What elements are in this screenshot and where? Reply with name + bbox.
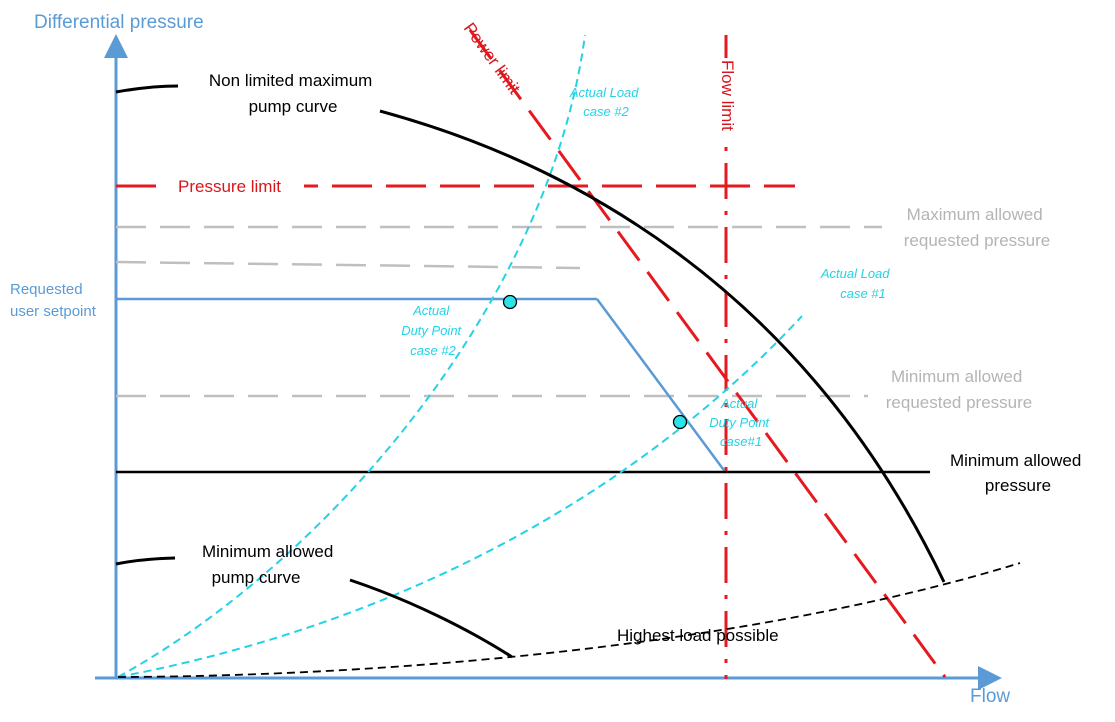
highest-load-label: Highest load possible <box>617 626 779 645</box>
y-axis-label: Differential pressure <box>34 12 204 33</box>
actual-load-1-label: Actual Load case #1 <box>820 266 893 301</box>
x-axis-arrow <box>978 666 1002 690</box>
min-pump-curve-stub <box>115 556 176 566</box>
min-allowed-requested-label: Minimum allowed requested pressure <box>886 367 1032 412</box>
actual-load-2-label: Actual Load case #2 <box>569 85 642 119</box>
actual-load-curve-2 <box>117 34 586 678</box>
max-pump-curve <box>379 109 946 583</box>
min-pump-curve <box>349 578 513 659</box>
pressure-limit-label-bg <box>168 174 304 198</box>
x-axis-label: Flow <box>970 686 1010 707</box>
intermediate-requested-line <box>115 260 581 270</box>
duty-point-2-label: Actual Duty Point case #2 <box>401 303 465 358</box>
min-pump-curve-label: Minimum allowed pump curve <box>202 542 338 587</box>
actual-load-curve-1 <box>117 315 803 678</box>
flow-limit-label: Flow limit <box>718 60 737 131</box>
duty-point-1 <box>672 414 688 430</box>
controlled-segment <box>595 298 728 474</box>
highest-load-curve <box>117 562 1021 678</box>
max-pump-curve-stub <box>115 84 179 94</box>
requested-setpoint-label: Requested user setpoint <box>10 281 97 320</box>
power-limit-label: Power limit <box>460 19 524 98</box>
y-axis-arrow <box>104 34 128 58</box>
duty-point-2 <box>502 294 518 310</box>
power-limit-line <box>468 29 947 678</box>
max-pump-curve-label: Non limited maximum pump curve <box>209 71 377 116</box>
duty-point-1-label: Actual Duty Point case#1 <box>709 396 773 449</box>
min-allowed-pressure-label: Minimum allowed pressure <box>950 451 1086 495</box>
flow-limit-label-bg <box>716 58 736 144</box>
max-allowed-requested-label: Maximum allowed requested pressure <box>904 205 1050 250</box>
pressure-limit-label: Pressure limit <box>178 177 281 196</box>
